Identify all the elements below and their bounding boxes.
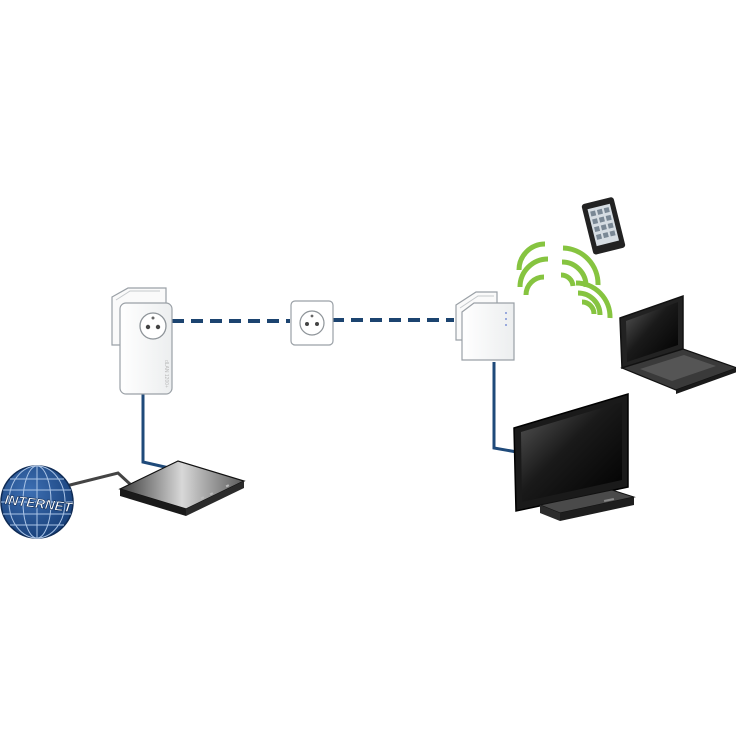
lan-cable-tv (492, 362, 518, 454)
internet-cable (65, 471, 132, 488)
powerline-adapter-left: dLAN 1200+ (111, 287, 173, 395)
svg-text:dLAN 1200+: dLAN 1200+ (163, 360, 169, 388)
wifi-signal-icon (516, 241, 613, 319)
smartphone (581, 197, 626, 255)
media-player (538, 489, 636, 521)
powerline-link (172, 318, 454, 323)
router (118, 460, 246, 516)
lan-cable-router (141, 394, 179, 472)
laptop (619, 294, 736, 394)
globe-icon (0, 465, 74, 539)
wall-socket (290, 300, 334, 346)
powerline-adapter-wifi (455, 291, 515, 361)
